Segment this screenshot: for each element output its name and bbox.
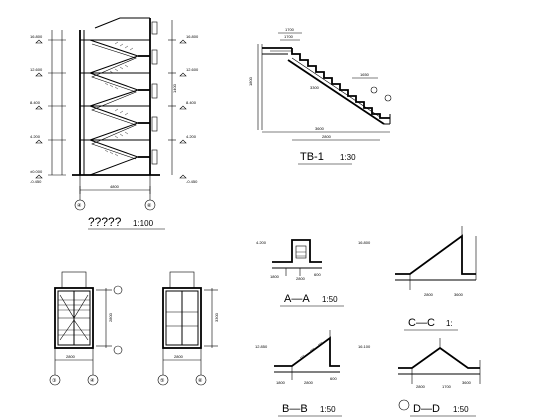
grid-4: ④ xyxy=(77,203,82,209)
detail-dd: 16.100 2800 1700 3600 D—D 1:50 xyxy=(358,338,481,417)
level-right-2: 12.600 xyxy=(186,67,199,72)
bb-dim-2: 2800 xyxy=(304,380,314,385)
dd-dim-2: 1700 xyxy=(442,384,452,389)
aa-dim-2: 2800 xyxy=(296,276,306,281)
stair-section: 16.800 12.600 8.400 4.200 ±0.000 -0.450 … xyxy=(30,17,199,230)
detail-bb: 12.850 1800 2800 600 B—B 1:50 xyxy=(255,330,342,417)
aa-scale: 1:50 xyxy=(322,295,338,304)
dim-4800: 4800 xyxy=(110,184,120,189)
tb1-dim-4: 3300 xyxy=(310,85,320,90)
dd-dim-1: 2800 xyxy=(416,384,426,389)
cc-title: C—C xyxy=(408,317,435,329)
level-left-5: ±0.000 xyxy=(30,169,43,174)
plan-right-grid-5: ⑤ xyxy=(160,378,165,384)
tb1-dim-3: 1650 xyxy=(360,72,370,77)
bb-dim-3: 600 xyxy=(330,376,337,381)
bb-dim-1: 1800 xyxy=(276,380,286,385)
section-title: ????? xyxy=(88,215,122,229)
level-left-4: 4.200 xyxy=(30,134,41,139)
tb1-dim-2: 1700 xyxy=(285,27,295,32)
plan-left: 2800 2800 ③ ④ xyxy=(49,271,123,386)
plan-right: 2800 3300 ⑤ ⑥ xyxy=(157,271,219,386)
aa-title: A—A xyxy=(284,293,310,305)
cc-level: 16.800 xyxy=(358,240,371,245)
bb-level: 12.850 xyxy=(255,344,268,349)
bb-title: B—B xyxy=(282,403,308,415)
bb-scale: 1:50 xyxy=(320,405,336,414)
tb1-detail: 1800 1700 1700 1650 3300 3600 2800 TB-1 … xyxy=(248,27,392,165)
cc-dim-2: 3600 xyxy=(454,292,464,297)
level-right-4: 4.200 xyxy=(186,134,197,139)
level-left-6: -0.450 xyxy=(30,179,42,184)
dd-title: D—D xyxy=(413,403,440,415)
tb1-dim-5: 3600 xyxy=(315,126,325,131)
tb1-height: 1800 xyxy=(248,76,253,86)
aa-dim-3: 600 xyxy=(314,272,321,277)
plan-left-dim-2: 2800 xyxy=(108,312,113,322)
plan-left-grid-3: ③ xyxy=(52,378,57,384)
level-right-3: 8.400 xyxy=(186,100,197,105)
plan-right-dim-2: 3300 xyxy=(214,312,219,322)
aa-dim-1: 1800 xyxy=(270,274,280,279)
grid-6: ⑥ xyxy=(147,203,152,209)
level-left-1: 16.800 xyxy=(30,34,43,39)
cc-scale: 1: xyxy=(446,319,453,328)
detail-cc: 16.800 2800 3600 C—C 1: xyxy=(358,226,477,331)
level-right-1: 16.800 xyxy=(186,34,199,39)
level-left-2: 12.600 xyxy=(30,67,43,72)
tb1-dim-6: 2800 xyxy=(322,134,332,139)
cc-dim-1: 2800 xyxy=(424,292,434,297)
plan-right-dim-1: 2800 xyxy=(174,354,184,359)
dd-level: 16.100 xyxy=(358,344,371,349)
aa-level: 4.200 xyxy=(256,240,267,245)
section-scale: 1:100 xyxy=(133,219,154,228)
dim-1400: 1400 xyxy=(172,83,177,93)
tb1-scale: 1:30 xyxy=(340,153,356,162)
dd-dim-3: 3600 xyxy=(462,380,472,385)
tb1-dim-1: 1700 xyxy=(284,34,294,39)
level-right-5: -0.450 xyxy=(186,179,198,184)
plan-left-grid-4: ④ xyxy=(90,378,95,384)
level-left-3: 8.400 xyxy=(30,100,41,105)
plan-left-dim-1: 2800 xyxy=(66,354,76,359)
plan-right-grid-6: ⑥ xyxy=(198,378,203,384)
tb1-title: TB-1 xyxy=(300,151,324,163)
dd-scale: 1:50 xyxy=(453,405,469,414)
detail-aa: 4.200 1800 2800 600 A—A 1:50 xyxy=(256,239,344,307)
